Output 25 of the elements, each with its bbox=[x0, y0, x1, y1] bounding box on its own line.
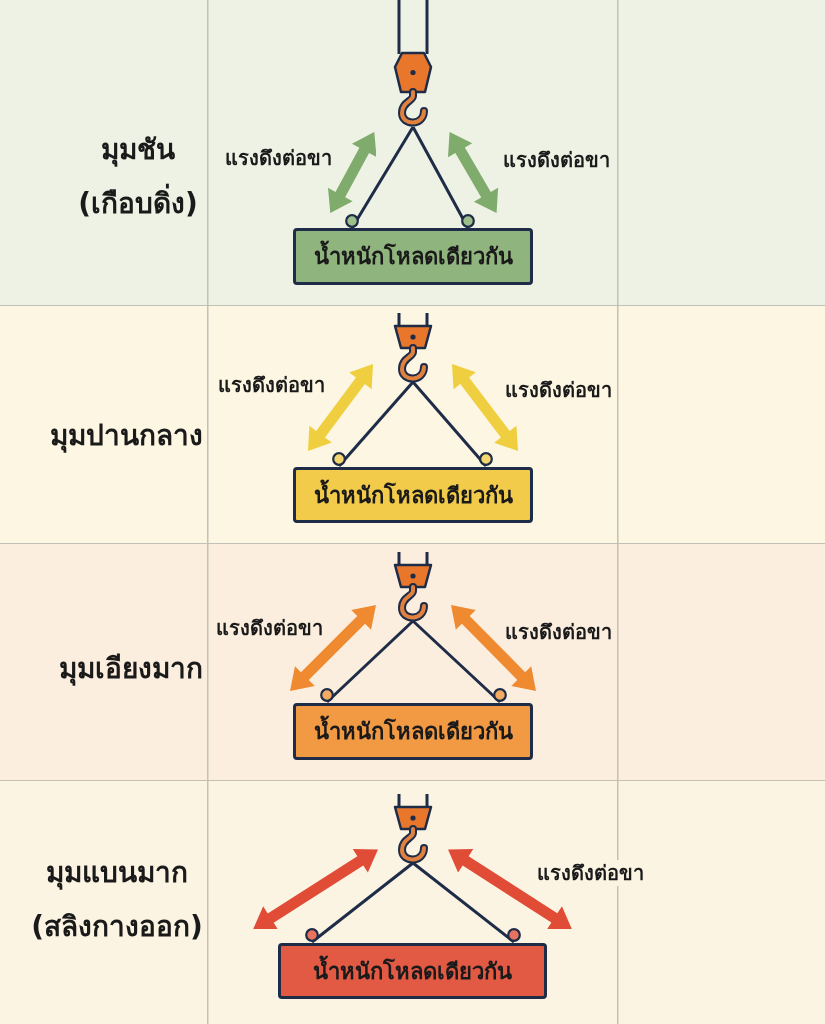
sling-line bbox=[412, 861, 521, 944]
crane-hook-icon bbox=[393, 313, 433, 383]
crane-hook-icon bbox=[393, 794, 433, 864]
sling-line bbox=[332, 381, 415, 467]
row-band bbox=[0, 543, 825, 780]
row-band bbox=[0, 305, 825, 543]
sling-line bbox=[305, 861, 414, 944]
load-label: น้ำหนักโหลดเดียวกัน bbox=[313, 477, 513, 513]
force-label: แรงดึงต่อขา bbox=[535, 860, 646, 886]
load-label: น้ำหนักโหลดเดียวกัน bbox=[313, 239, 513, 274]
load-box bbox=[293, 467, 533, 523]
load-box bbox=[278, 943, 547, 999]
row-band bbox=[0, 0, 825, 305]
load-box bbox=[293, 703, 533, 760]
sling-line bbox=[411, 619, 507, 704]
load-label: น้ำหนักโหลดเดียวกัน bbox=[313, 953, 512, 989]
sling-line bbox=[411, 381, 493, 467]
crane-hook-icon bbox=[393, 552, 433, 622]
sling-line bbox=[411, 126, 475, 229]
sling-line bbox=[345, 126, 415, 229]
load-label: น้ำหนักโหลดเดียวกัน bbox=[313, 714, 513, 749]
sling-line bbox=[320, 619, 415, 704]
load-box bbox=[293, 228, 533, 285]
row-band bbox=[0, 780, 825, 1024]
crane-hook-icon bbox=[393, 0, 433, 127]
